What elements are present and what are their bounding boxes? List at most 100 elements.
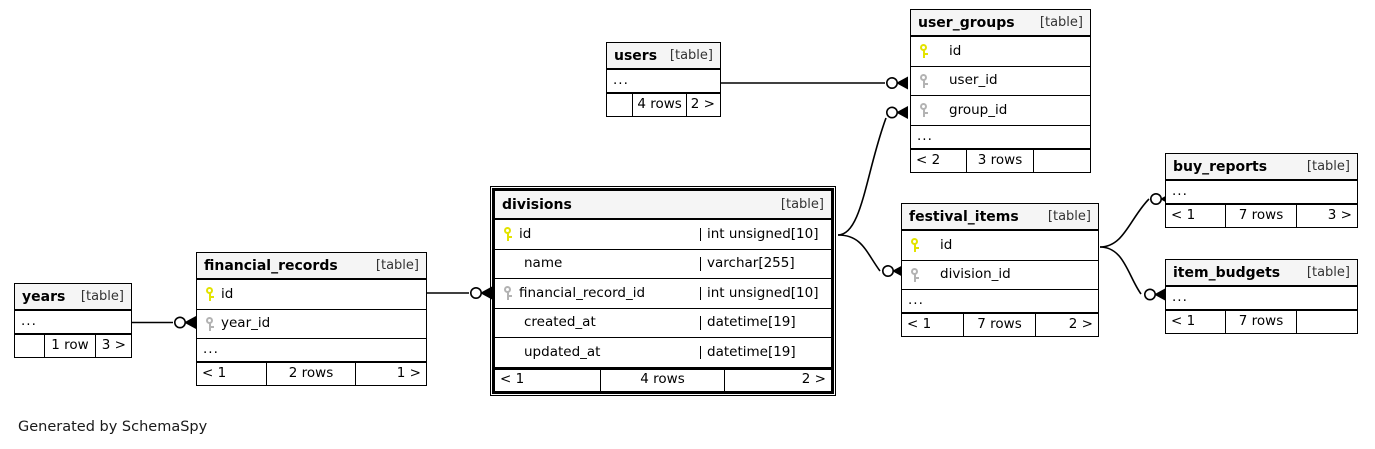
column-type: int unsigned[10]	[700, 227, 831, 241]
column-row[interactable]: updated_at datetime[19]	[495, 338, 831, 368]
column-label: id	[940, 237, 953, 253]
columns-collapsed-ellipsis[interactable]: ...	[911, 126, 1090, 149]
table-name: financial_records	[204, 257, 338, 274]
column-label: user_id	[949, 72, 998, 88]
foreign-key-icon	[502, 285, 515, 301]
column-name-cell: id	[911, 43, 1090, 59]
footer-children[interactable]	[1297, 311, 1357, 333]
column-name-cell: id	[495, 226, 700, 242]
column-label: financial_record_id	[519, 285, 646, 301]
footer-parents[interactable]: < 1	[1166, 205, 1226, 227]
column-row[interactable]: created_at datetime[19]	[495, 308, 831, 338]
footer-rowcount: 4 rows	[601, 369, 725, 391]
footer-rowcount: 7 rows	[1226, 205, 1297, 227]
table-user_groups[interactable]: user_groups [table] id user_id group_id …	[910, 9, 1091, 173]
column-row[interactable]: id int unsigned[10]	[495, 220, 831, 250]
column-name-cell: year_id	[197, 316, 426, 332]
table-footer: < 1 7 rows	[1166, 310, 1357, 333]
column-label: year_id	[221, 315, 271, 331]
column-row[interactable]: user_id	[911, 66, 1090, 96]
footer-parents[interactable]: < 2	[911, 149, 967, 172]
footer-parents[interactable]	[15, 335, 45, 357]
table-header: users [table]	[607, 43, 720, 70]
column-label: id	[221, 286, 234, 302]
footer-parents[interactable]: < 1	[902, 314, 964, 336]
footer-parents[interactable]	[607, 94, 633, 116]
edge-festival_items-item_budgets	[1099, 246, 1142, 295]
table-header: buy_reports [table]	[1166, 154, 1357, 181]
footer-children[interactable]: 3 >	[1327, 207, 1352, 224]
table-name: buy_reports	[1173, 158, 1268, 175]
columns-collapsed-ellipsis[interactable]: ...	[1166, 181, 1357, 204]
column-row[interactable]: name varchar[255]	[495, 249, 831, 279]
footer-rowcount: 4 rows	[633, 94, 688, 116]
table-item_budgets[interactable]: item_budgets [table] ... < 1 7 rows	[1165, 259, 1358, 334]
table-name: divisions	[502, 196, 572, 213]
table-years[interactable]: years [table] ... 1 row 3 >	[14, 283, 132, 358]
table-tag: [table]	[375, 258, 419, 273]
table-financial_records[interactable]: financial_records [table] id year_id ...…	[196, 252, 427, 386]
primary-key-icon	[909, 237, 922, 253]
table-footer: < 1 4 rows 2 >	[495, 367, 831, 391]
table-header: festival_items [table]	[902, 204, 1098, 231]
columns-collapsed-ellipsis[interactable]: ...	[1166, 287, 1357, 310]
column-row[interactable]: id	[902, 231, 1098, 261]
column-row[interactable]: group_id	[911, 96, 1090, 126]
footer-children[interactable]: 2 >	[801, 371, 826, 388]
column-row[interactable]: financial_record_id int unsigned[10]	[495, 279, 831, 309]
column-label: created_at	[524, 316, 596, 330]
table-tag: [table]	[1306, 159, 1350, 174]
column-row[interactable]: id	[911, 37, 1090, 67]
column-row[interactable]: year_id	[197, 309, 426, 339]
foreign-key-icon	[204, 316, 217, 332]
edge-festival_items-buy_reports	[1099, 198, 1150, 248]
column-row[interactable]: division_id	[902, 260, 1098, 290]
footer-children[interactable]: 3 >	[101, 337, 126, 354]
column-label: id	[949, 43, 962, 59]
footer-parents[interactable]: < 1	[495, 369, 601, 391]
table-tag: [table]	[1047, 209, 1091, 224]
column-label: group_id	[949, 102, 1008, 118]
table-header: financial_records [table]	[197, 253, 426, 280]
footer-parents[interactable]: < 1	[1166, 311, 1226, 333]
footer-children[interactable]: 2 >	[1068, 316, 1093, 333]
foreign-key-icon	[909, 267, 922, 283]
footer-children[interactable]: 1 >	[396, 365, 421, 382]
column-name-cell: financial_record_id	[495, 285, 700, 301]
table-users[interactable]: users [table] ... 4 rows 2 >	[606, 42, 721, 117]
edge-divisions-festival_items	[837, 234, 881, 272]
columns-collapsed-ellipsis[interactable]: ...	[197, 339, 426, 362]
table-footer: < 1 2 rows 1 >	[197, 362, 426, 385]
column-type: int unsigned[10]	[700, 286, 831, 300]
column-name-cell: name	[495, 257, 700, 271]
column-label: id	[519, 226, 532, 242]
primary-key-icon	[918, 43, 931, 59]
table-tag: [table]	[780, 197, 824, 212]
table-divisions[interactable]: divisions [table] id int unsigned[10] na…	[490, 186, 836, 396]
footer-children[interactable]: 2 >	[690, 96, 715, 113]
footer-children[interactable]	[1034, 150, 1090, 172]
columns-collapsed-ellipsis[interactable]: ...	[902, 290, 1098, 313]
table-festival_items[interactable]: festival_items [table] id division_id ..…	[901, 203, 1099, 337]
generated-by-credit: Generated by SchemaSpy	[18, 419, 208, 435]
column-name-cell: group_id	[911, 102, 1090, 118]
table-buy_reports[interactable]: buy_reports [table] ... < 1 7 rows 3 >	[1165, 153, 1358, 228]
column-type: varchar[255]	[700, 256, 831, 271]
column-name-cell: user_id	[911, 73, 1090, 89]
column-row[interactable]: id	[197, 280, 426, 310]
footer-rowcount: 7 rows	[1226, 311, 1297, 333]
primary-key-icon	[502, 226, 515, 242]
table-header: years [table]	[15, 284, 131, 311]
table-tag: [table]	[1306, 265, 1350, 280]
column-label: division_id	[940, 266, 1011, 282]
table-name: user_groups	[918, 14, 1015, 31]
footer-parents[interactable]: < 1	[197, 363, 267, 385]
table-footer: < 1 7 rows 3 >	[1166, 204, 1357, 227]
table-footer: 1 row 3 >	[15, 334, 131, 357]
columns-collapsed-ellipsis[interactable]: ...	[607, 70, 720, 93]
columns-collapsed-ellipsis[interactable]: ...	[15, 311, 131, 334]
column-name-cell: created_at	[495, 316, 700, 330]
table-name: item_budgets	[1173, 264, 1281, 281]
column-type: datetime[19]	[700, 315, 831, 330]
